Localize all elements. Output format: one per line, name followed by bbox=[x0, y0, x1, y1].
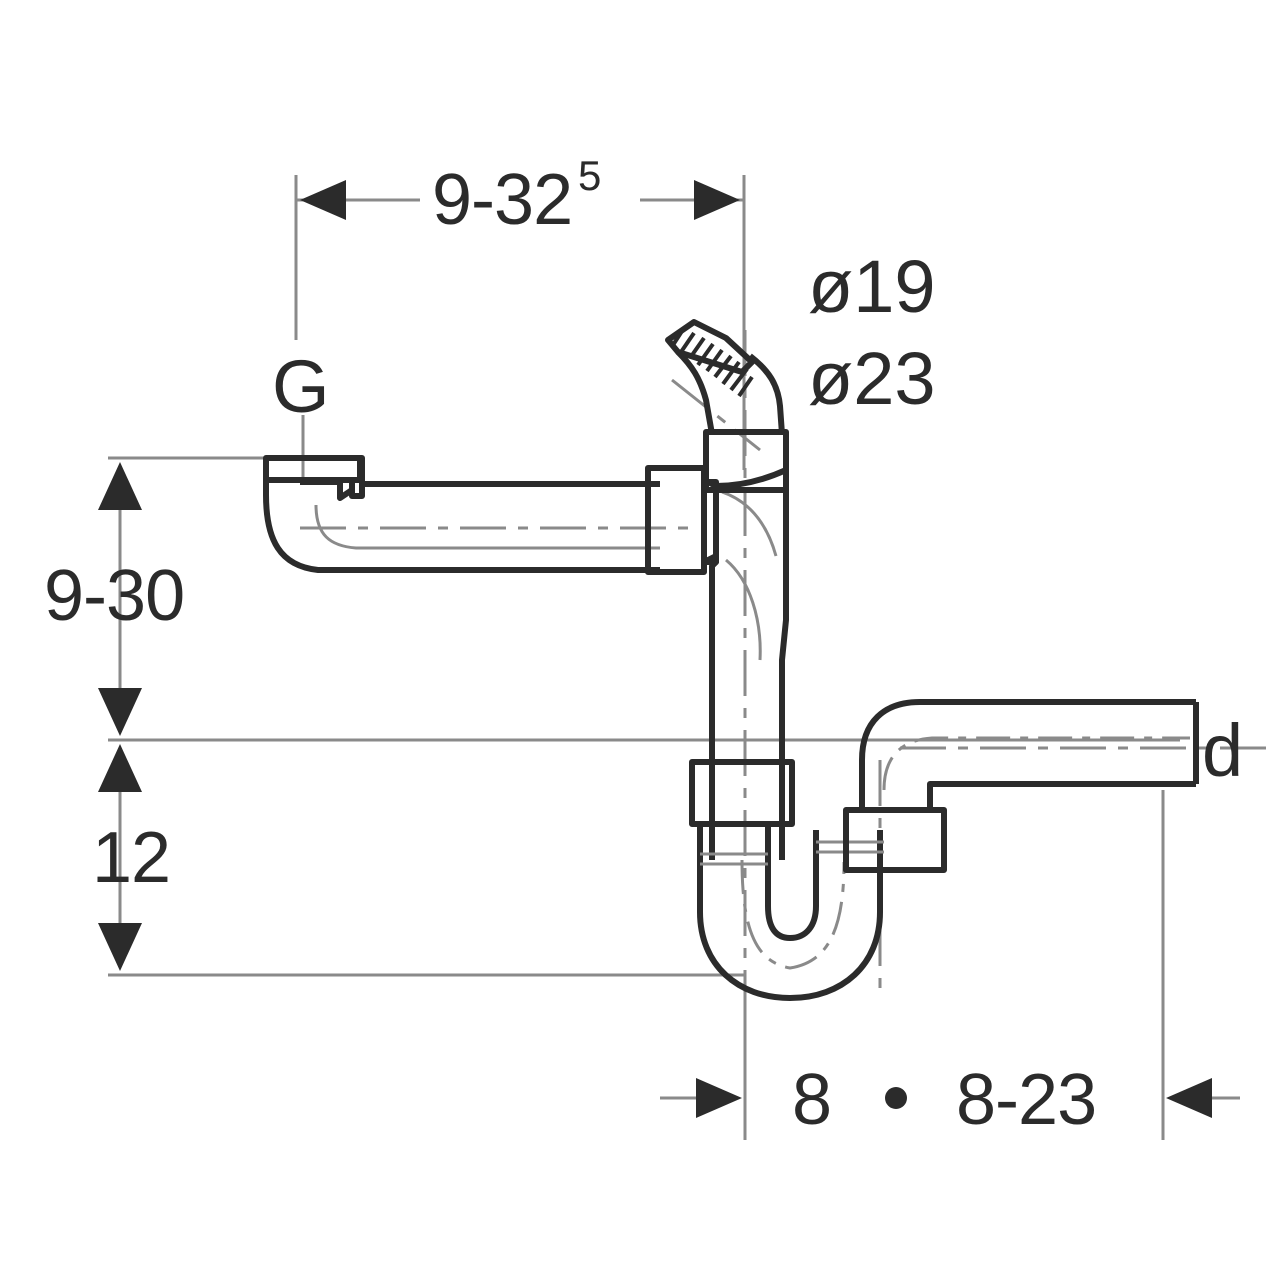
tee-top-shoulder bbox=[715, 467, 788, 489]
arrow-left-up bbox=[98, 462, 142, 510]
callout-outlet-diameter: d bbox=[1202, 709, 1243, 792]
inlet-flange bbox=[263, 455, 363, 483]
arrow-bottom-right bbox=[1166, 1078, 1212, 1118]
dim-label-bottom-left: 8 bbox=[792, 1060, 831, 1140]
arrow-left-down bbox=[98, 923, 142, 971]
tee-body-outline bbox=[709, 486, 719, 760]
u-bend-inner bbox=[765, 824, 819, 941]
dim-label-top-horizontal: 9-32 bbox=[432, 160, 572, 240]
inlet-pipe-outer bbox=[263, 480, 660, 573]
centerline-hose-nipple bbox=[671, 378, 761, 452]
arrow-bottom-left bbox=[696, 1078, 742, 1118]
hose-nipple-stem-right bbox=[748, 353, 785, 435]
extension-lines bbox=[108, 175, 1240, 1140]
u-bend-inner-dashed bbox=[740, 859, 846, 970]
hose-nipple-ribs bbox=[671, 326, 754, 398]
arrow-left-double-upper bbox=[98, 688, 142, 736]
outlet-inner-arc bbox=[882, 736, 1190, 791]
center-dot-marker bbox=[885, 1087, 907, 1109]
outlet-riser-left bbox=[859, 699, 1196, 810]
tee-inner-transition bbox=[721, 490, 778, 557]
arrow-left-double-lower bbox=[98, 744, 142, 792]
siphon-body bbox=[263, 319, 1199, 1001]
dimension-arrows bbox=[98, 180, 1212, 1118]
outlet-riser-right bbox=[927, 781, 1196, 810]
inlet-pipe-inner-arc bbox=[314, 504, 660, 550]
inlet-pipe-upper-wall bbox=[300, 479, 354, 501]
hose-nipple-ribbed-body bbox=[665, 319, 755, 375]
u-bend-outer bbox=[697, 824, 883, 1001]
callout-thread-size: G bbox=[272, 345, 330, 428]
hose-nipple-stem-left bbox=[675, 349, 715, 435]
hose-nut bbox=[703, 429, 789, 493]
arrow-top-right bbox=[694, 180, 740, 220]
callout-hose-inner-diameter: ø23 bbox=[808, 337, 936, 420]
dim-label-left-lower: 12 bbox=[92, 818, 170, 898]
outlet-union-nut bbox=[843, 807, 947, 873]
tee-inner-arc bbox=[725, 558, 762, 661]
riser-union-nut bbox=[689, 759, 795, 827]
arrow-top-left bbox=[300, 180, 346, 220]
dim-label-top-superscript: 5 bbox=[578, 152, 601, 199]
dim-label-bottom-right: 8-23 bbox=[956, 1060, 1096, 1140]
inlet-union-nut bbox=[645, 465, 707, 575]
callout-hose-outer-diameter: ø19 bbox=[808, 245, 936, 328]
tee-body-right-wall bbox=[779, 470, 789, 760]
dim-label-left-upper: 9-30 bbox=[44, 556, 184, 636]
